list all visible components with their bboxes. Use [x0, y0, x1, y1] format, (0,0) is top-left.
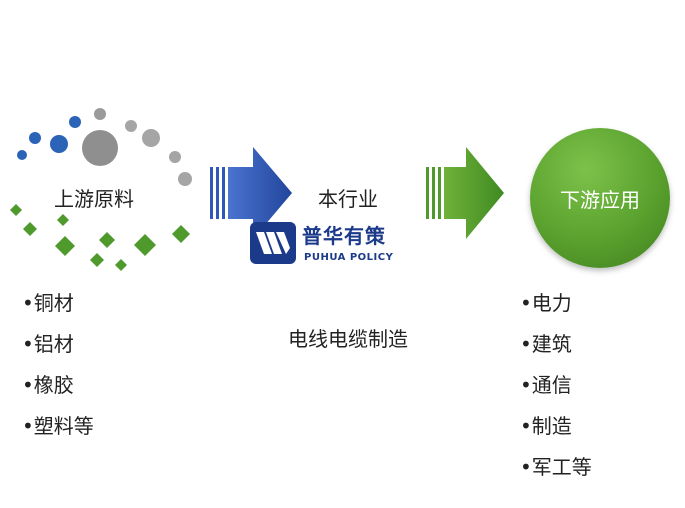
industry-product: 电线电缆制造 — [288, 327, 408, 351]
list-item: •建筑 — [520, 332, 572, 356]
list-item: •塑料等 — [22, 414, 94, 438]
green-diamond — [90, 253, 104, 267]
gray-dot — [142, 129, 160, 147]
gray-dot — [169, 151, 181, 163]
list-item: •通信 — [520, 373, 572, 397]
blue-dot — [29, 132, 41, 144]
green-diamond — [23, 222, 37, 236]
gray-dot — [82, 130, 118, 166]
blue-dot — [17, 150, 27, 160]
gray-dot — [125, 120, 137, 132]
blue-dot — [69, 116, 81, 128]
green-arrow — [426, 147, 504, 239]
list-item: •铝材 — [22, 332, 74, 356]
list-item: •铜材 — [22, 291, 74, 315]
industry-title: 本行业 — [318, 187, 378, 211]
gray-dot — [94, 108, 106, 120]
logo-name-cn: 普华有策 — [302, 224, 386, 248]
green-diamond — [57, 214, 69, 226]
downstream-circle: 下游应用 — [530, 128, 670, 268]
list-item: •电力 — [520, 291, 572, 315]
green-diamond — [172, 225, 190, 243]
blue-dot — [50, 135, 68, 153]
list-item: •军工等 — [520, 455, 592, 479]
logo-mark-icon — [250, 222, 296, 264]
upstream-title: 上游原料 — [54, 187, 134, 211]
logo-name-en: PUHUA POLICY — [304, 252, 394, 263]
green-diamond — [134, 234, 156, 256]
green-diamond — [115, 259, 127, 271]
gray-dot — [178, 172, 192, 186]
puhua-logo: 普华有策 PUHUA POLICY — [250, 220, 410, 268]
blue-arrow — [210, 147, 292, 239]
downstream-list: •电力 •建筑 •通信 •制造 •军工等 — [520, 283, 592, 488]
green-diamond — [99, 232, 115, 248]
downstream-title: 下游应用 — [560, 188, 640, 212]
list-item: •橡胶 — [22, 373, 74, 397]
list-item: •制造 — [520, 414, 572, 438]
green-diamond — [55, 236, 75, 256]
green-diamond — [10, 204, 22, 216]
upstream-decoration — [10, 108, 192, 271]
upstream-list: •铜材 •铝材 •橡胶 •塑料等 — [22, 283, 94, 447]
